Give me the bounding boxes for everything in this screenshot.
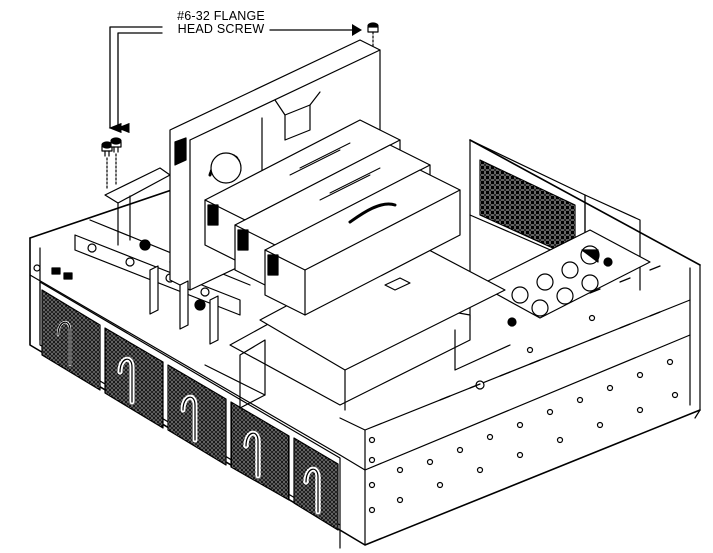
pci-brackets [149, 265, 219, 345]
flange-head-screw-right [367, 22, 379, 49]
callout-label-line2: HEAD SCREW [177, 22, 265, 36]
rear-cage [469, 139, 651, 327]
callout-label-line1: #6-32 FLANGE [177, 9, 265, 23]
flange-head-screw-middle [110, 137, 122, 153]
fan-panel [33, 264, 341, 549]
gpu-card-3 [264, 169, 461, 316]
callout-label: #6-32 FLANGE HEAD SCREW [166, 10, 276, 36]
flange-head-screw-left [101, 141, 113, 157]
side-panel-holes [368, 314, 679, 514]
callout-leaders [108, 24, 362, 134]
